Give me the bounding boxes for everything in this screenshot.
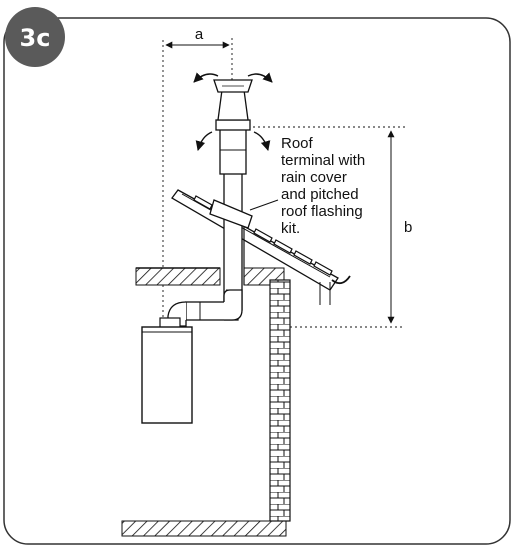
terminal-callout: Roof terminal with rain cover and pitche…	[249, 135, 365, 237]
airflow-arrows	[193, 72, 273, 151]
roof-flashing	[209, 199, 253, 229]
dimension-a-label: a	[195, 26, 204, 43]
figure-badge-label: 3c	[20, 24, 51, 52]
figure-badge: 3c	[5, 7, 65, 67]
boiler	[141, 326, 193, 424]
dimension-b: b	[248, 126, 412, 328]
floor-slab	[121, 520, 287, 537]
callout-line-6: kit.	[281, 220, 300, 237]
ceiling-slab	[135, 267, 285, 286]
callout-line-4: and pitched	[281, 186, 359, 203]
callout-line-3: rain cover	[281, 169, 347, 186]
callout-line-2: terminal with	[281, 152, 365, 169]
callout-line-1: Roof	[281, 135, 314, 152]
flue-pipe	[223, 169, 243, 311]
roof-terminal	[213, 79, 253, 175]
horizontal-flue	[159, 289, 243, 329]
dimension-b-label: b	[404, 219, 412, 236]
brick-wall	[269, 279, 291, 522]
callout-line-5: roof flashing	[281, 203, 363, 220]
dimension-a: a	[162, 26, 233, 325]
